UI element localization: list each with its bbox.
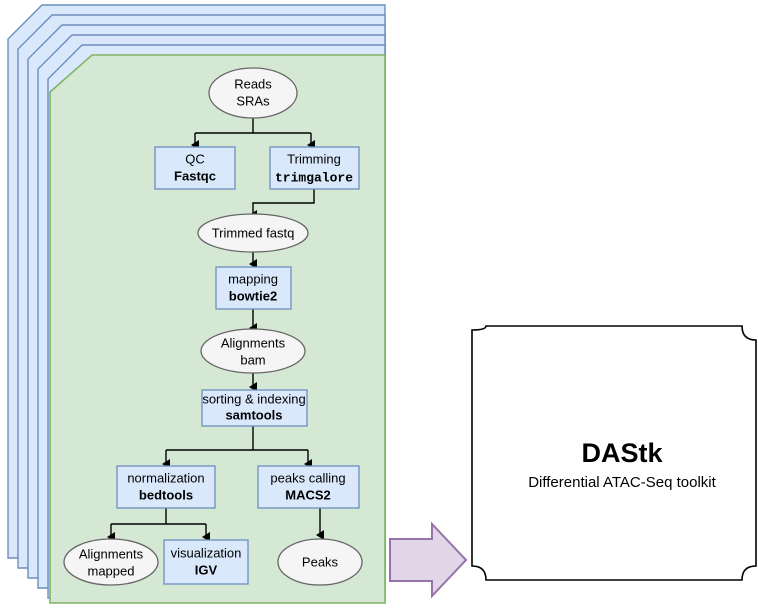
node-reads-line1: Reads [234, 76, 272, 91]
node-qc-line1: QC [185, 151, 205, 166]
pipeline-panel [49, 54, 386, 604]
node-visualization-line2: IGV [195, 562, 218, 577]
node-alignments-bam-line2: bam [240, 352, 265, 367]
node-peaks-calling-line2: MACS2 [285, 487, 331, 502]
node-visualization-line1: visualization [171, 545, 242, 560]
node-alignments-mapped-line1: Alignments [79, 546, 144, 561]
node-alignments-mapped-line2: mapped [88, 563, 135, 578]
node-trimmed-fastq-label: Trimmed fastq [212, 225, 295, 240]
node-sorting-samtools[interactable]: sorting & indexing samtools [201, 389, 308, 427]
node-mapping-line2: bowtie2 [229, 288, 277, 303]
node-peaks-calling-line1: peaks calling [270, 470, 345, 485]
node-reads-line2: SRAs [236, 93, 270, 108]
node-mapping-line1: mapping [228, 271, 278, 286]
node-sorting-line2: samtools [225, 407, 282, 422]
node-alignments-mapped[interactable]: Alignments mapped [63, 538, 159, 586]
node-peaks-calling-macs2[interactable]: peaks calling MACS2 [257, 465, 360, 509]
dastk-card[interactable]: DAStk Differential ATAC-Seq toolkit [471, 325, 757, 581]
node-peaks[interactable]: Peaks [277, 538, 363, 586]
node-trimming-line2: trimgalore [275, 170, 353, 185]
node-trimmed-fastq[interactable]: Trimmed fastq [197, 213, 309, 253]
node-normalization-line1: normalization [127, 470, 204, 485]
node-trimming-trimgalore[interactable]: Trimming trimgalore [269, 146, 360, 190]
node-peaks-label: Peaks [302, 554, 339, 569]
node-reads-sras[interactable]: Reads SRAs [208, 67, 298, 119]
node-visualization-igv[interactable]: visualization IGV [163, 539, 249, 585]
node-trimming-line1: Trimming [287, 151, 341, 166]
dastk-subtitle: Differential ATAC-Seq toolkit [528, 474, 716, 491]
node-qc-fastqc[interactable]: QC Fastqc [154, 146, 236, 190]
node-normalization-line2: bedtools [139, 487, 193, 502]
node-sorting-line1: sorting & indexing [202, 391, 305, 406]
dastk-title: DAStk [581, 438, 663, 468]
node-qc-line2: Fastqc [174, 168, 216, 183]
node-alignments-bam[interactable]: Alignments bam [200, 328, 306, 374]
node-normalization-bedtools[interactable]: normalization bedtools [116, 465, 216, 509]
node-alignments-bam-line1: Alignments [221, 335, 286, 350]
flow-edges [107, 116, 324, 542]
node-mapping-bowtie2[interactable]: mapping bowtie2 [215, 266, 292, 310]
pipeline-to-dastk-arrow [389, 521, 468, 599]
